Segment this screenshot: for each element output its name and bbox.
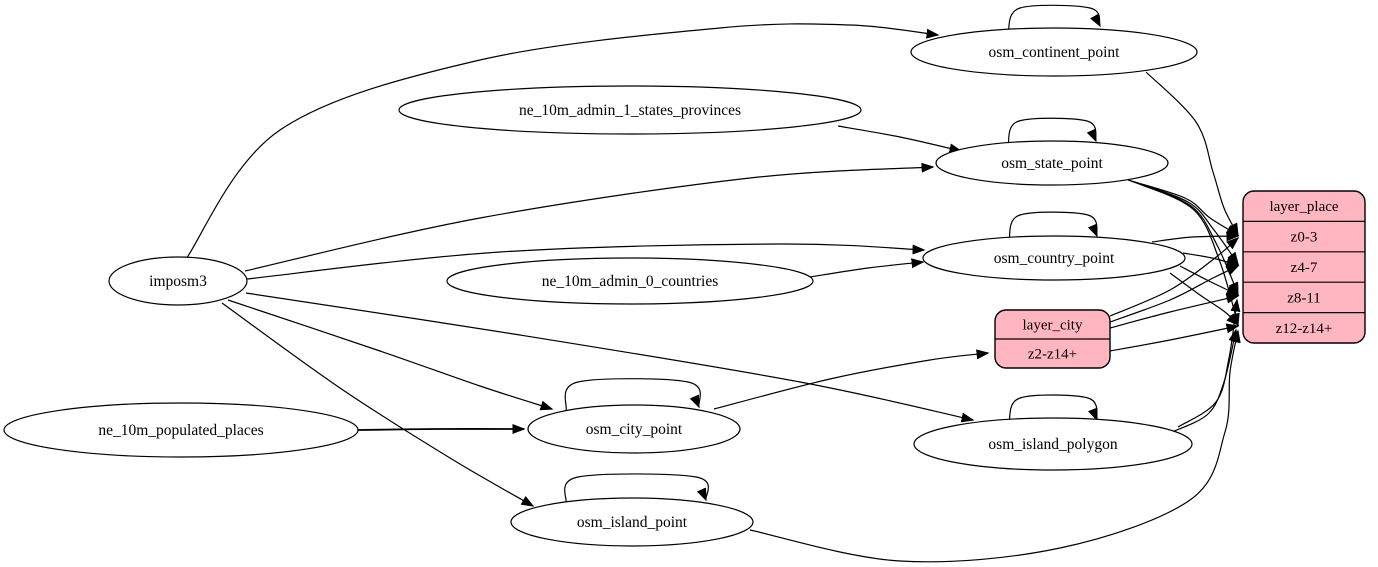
edge-ne_10m_populated_places-to-osm_city_point bbox=[357, 423, 526, 434]
node-osm_state_point-label: osm_state_point bbox=[1001, 155, 1103, 172]
node-osm_city_point-label: osm_city_point bbox=[586, 421, 683, 438]
edge-osm_island_point-to-layer_place:z12-z14+ bbox=[749, 329, 1241, 563]
edge-ne_10m_admin_1_states_provinces-to-osm_state_point bbox=[837, 125, 963, 154]
edge-osm_city_point-to-layer_city:z2-z14+ bbox=[713, 349, 990, 410]
edge-ne_10m_admin_0_countries-to-osm_country_point bbox=[809, 258, 925, 278]
node-ne_10m_admin_1_states_provinces-label: ne_10m_admin_1_states_provinces bbox=[519, 102, 741, 119]
edge-imposm3-to-osm_country_point bbox=[246, 243, 926, 280]
node-osm_state_point: osm_state_point bbox=[935, 140, 1169, 186]
node-osm_city_point: osm_city_point bbox=[527, 404, 741, 454]
node-osm_continent_point: osm_continent_point bbox=[910, 27, 1198, 77]
node-imposm3-shape bbox=[108, 256, 248, 306]
node-ne_10m_populated_places-label: ne_10m_populated_places bbox=[98, 422, 263, 439]
edge-imposm3-to-osm_city_point bbox=[227, 299, 554, 411]
node-osm_island_polygon: osm_island_polygon bbox=[913, 417, 1193, 471]
node-ne_10m_admin_0_countries-shape bbox=[446, 257, 814, 305]
node-imposm3-label: imposm3 bbox=[149, 273, 207, 290]
edge-imposm3-to-osm_state_point bbox=[244, 162, 935, 272]
node-ne_10m_admin_0_countries-label: ne_10m_admin_0_countries bbox=[542, 273, 719, 290]
record-layer_place-row-z0-3: z0-3 bbox=[1291, 230, 1318, 246]
record-layer_city-row-layer_city: layer_city bbox=[1023, 318, 1083, 334]
node-osm_island_polygon-shape bbox=[913, 417, 1193, 471]
nodes-layer: imposm3 ne_10m_populated_places ne_10m_adm… bbox=[3, 27, 1366, 547]
edge-osm_island_point-to-osm_island_point bbox=[564, 473, 709, 504]
node-osm_island_polygon-label: osm_island_polygon bbox=[988, 436, 1117, 453]
edge-osm_country_point-to-osm_country_point bbox=[1008, 211, 1098, 241]
record-layer_place-row-layer_place: layer_place bbox=[1269, 199, 1338, 215]
edge-osm_continent_point-to-osm_continent_point bbox=[1007, 4, 1101, 34]
edge-osm_city_point-to-osm_city_point bbox=[564, 378, 701, 411]
edge-imposm3-to-osm_island_polygon bbox=[245, 292, 975, 423]
edge-osm_island_polygon-to-osm_island_polygon bbox=[1008, 394, 1098, 425]
edge-osm_continent_point-to-layer_place:z0-3 bbox=[1145, 71, 1239, 237]
node-osm_island_point: osm_island_point bbox=[510, 497, 754, 547]
node-ne_10m_populated_places: ne_10m_populated_places bbox=[3, 402, 359, 458]
node-osm_continent_point-shape bbox=[910, 27, 1198, 77]
edge-imposm3-to-osm_continent_point bbox=[185, 23, 940, 260]
edge-layer_city-to-layer_place:z4-7 bbox=[1109, 265, 1240, 323]
record-layer_place-row-z12-z14+: z12-z14+ bbox=[1276, 321, 1333, 337]
node-osm_country_point-shape bbox=[922, 235, 1186, 281]
edge-osm_island_polygon-to-layer_place:z8-11 bbox=[1177, 298, 1241, 428]
edge-osm_state_point-to-layer_place:z0-3 bbox=[1127, 179, 1240, 236]
edge-osm_island_polygon-to-layer_place:z12-z14+ bbox=[1171, 328, 1239, 433]
edge-imposm3-to-osm_island_point bbox=[221, 302, 535, 507]
node-ne_10m_admin_0_countries: ne_10m_admin_0_countries bbox=[446, 257, 814, 305]
record-layer_place-row-z4-7: z4-7 bbox=[1291, 260, 1318, 276]
edge-osm_country_point-to-layer_place:z8-11 bbox=[1179, 265, 1240, 296]
edge-layer_city-to-layer_place:z8-11 bbox=[1109, 293, 1240, 329]
node-osm_island_point-shape bbox=[510, 497, 754, 547]
node-imposm3: imposm3 bbox=[108, 256, 248, 306]
node-osm_continent_point-label: osm_continent_point bbox=[989, 44, 1121, 61]
edge-layer_city-to-layer_place:z12-z14+ bbox=[1109, 323, 1240, 352]
edge-osm_country_point-to-layer_place:z12-z14+ bbox=[1169, 272, 1240, 327]
edge-osm_state_point-to-osm_state_point bbox=[1007, 117, 1097, 146]
node-ne_10m_admin_1_states_provinces-shape bbox=[398, 85, 862, 135]
record-layer_place: layer_place z0-3 z4-7 z8-11 z12-z14+ bbox=[1242, 190, 1366, 344]
node-osm_city_point-shape bbox=[527, 404, 741, 454]
edge-layer_city-to-layer_place:z0-3 bbox=[1109, 237, 1240, 317]
edge-osm_country_point-to-layer_place:z0-3 bbox=[1151, 231, 1240, 243]
edges-layer bbox=[185, 4, 1241, 563]
record-layer_city: layer_city z2-z14+ bbox=[994, 309, 1111, 369]
node-osm_state_point-shape bbox=[935, 140, 1169, 186]
record-layer_place-shape bbox=[1242, 190, 1366, 344]
node-osm_island_point-label: osm_island_point bbox=[577, 514, 688, 531]
node-ne_10m_admin_1_states_provinces: ne_10m_admin_1_states_provinces bbox=[398, 85, 862, 135]
node-osm_country_point-label: osm_country_point bbox=[994, 250, 1115, 267]
node-ne_10m_populated_places-shape bbox=[3, 402, 359, 458]
node-osm_country_point: osm_country_point bbox=[922, 235, 1186, 281]
edge-osm_country_point-to-layer_place:z4-7 bbox=[1182, 252, 1240, 267]
record-layer_city-row-z2-z14+: z2-z14+ bbox=[1028, 347, 1077, 363]
record-layer_place-row-z8-11: z8-11 bbox=[1287, 290, 1321, 306]
